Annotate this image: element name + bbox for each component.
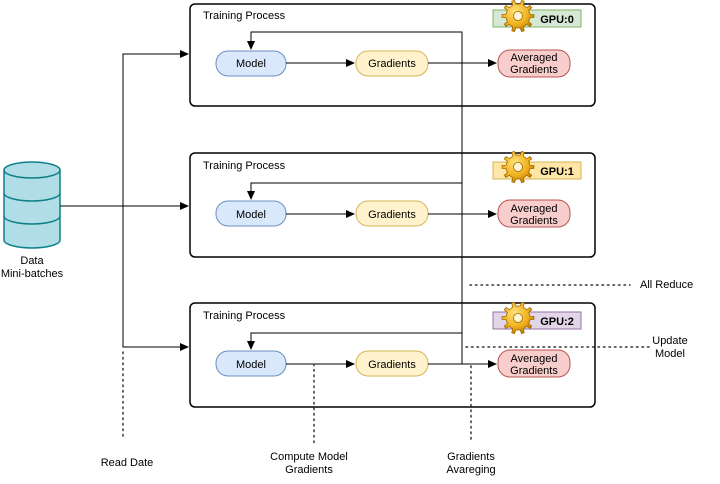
gradients-averaging-label-line2: Avareging — [446, 464, 495, 476]
data-to-process-0-arrow — [122, 50, 189, 206]
process-2-averaged-line1: Averaged — [511, 353, 558, 365]
process-2-averaged-line2: Gradients — [510, 365, 558, 377]
process-0-title: Training Process — [203, 10, 286, 22]
process-0-model-label: Model — [236, 58, 266, 70]
process-0-gradients-label: Gradients — [368, 58, 416, 70]
data-database-icon — [3, 161, 61, 249]
compute-gradients-label-line2: Gradients — [285, 464, 333, 476]
process-2-update-model-arrow — [247, 332, 462, 350]
process-0-averaged-node[interactable] — [497, 49, 571, 78]
gradients-averaging-label-line1: Gradients — [447, 451, 495, 463]
process-0-averaged-line1: Averaged — [511, 52, 558, 64]
process-0-update-model-arrow — [247, 31, 463, 63]
process-1-update-model-arrow — [247, 182, 462, 200]
process-2-model-label: Model — [236, 359, 266, 371]
process-1-averaged-node[interactable] — [497, 199, 571, 228]
gpu-1-gear-icon — [501, 150, 535, 184]
training-process-1: Training Process GPU:1 Model Gradients A… — [189, 150, 596, 258]
gpu-2-gear-icon — [501, 301, 535, 335]
process-1-averaged-line2: Gradients — [510, 215, 558, 227]
gpu-0-gear-icon — [501, 0, 535, 33]
annotation-leaders — [122, 284, 651, 444]
process-1-gradients-label: Gradients — [368, 209, 416, 221]
training-process-2: Training Process GPU:2 Model Gradients A… — [189, 301, 596, 408]
all-reduce-label: All Reduce — [640, 279, 693, 291]
data-label-line1: Data — [20, 255, 44, 267]
process-2-title: Training Process — [203, 310, 286, 322]
gpu-0-label: GPU:0 — [540, 14, 574, 26]
process-1-title: Training Process — [203, 160, 286, 172]
update-model-label-line1: Update — [652, 335, 687, 347]
gpu-2-label: GPU:2 — [540, 316, 574, 328]
process-2-averaged-node[interactable] — [497, 349, 571, 378]
update-model-label-line2: Model — [655, 348, 685, 360]
process-2-gradients-label: Gradients — [368, 359, 416, 371]
training-process-0: Training Process GPU:0 Model Gradients A… — [189, 0, 596, 107]
process-0-averaged-line2: Gradients — [510, 64, 558, 76]
data-label-line2: Mini-batches — [1, 268, 64, 280]
compute-gradients-label-line1: Compute Model — [270, 451, 348, 463]
data-to-process-2-arrow — [122, 206, 189, 351]
read-data-label: Read Date — [101, 457, 154, 469]
process-1-model-label: Model — [236, 209, 266, 221]
process-1-averaged-line1: Averaged — [511, 203, 558, 215]
gpu-1-label: GPU:1 — [540, 166, 574, 178]
data-distribution-connectors — [60, 50, 189, 351]
